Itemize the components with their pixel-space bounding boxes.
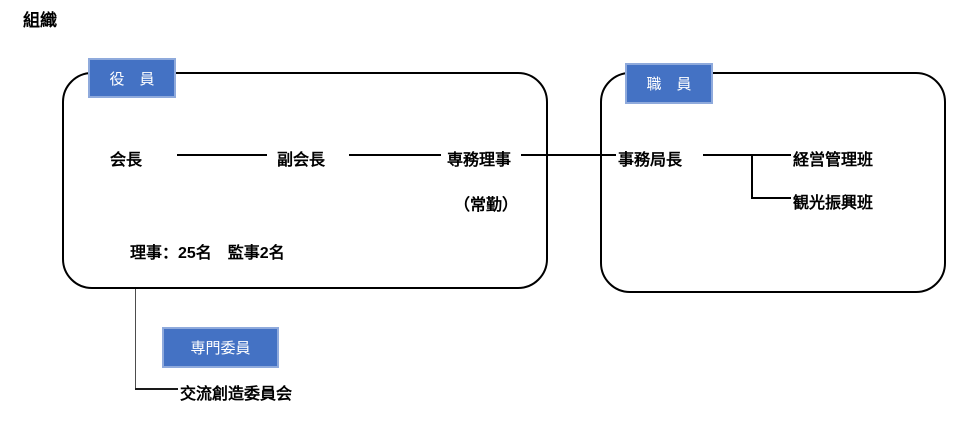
connector-vice-exec [349, 154, 441, 156]
connector-secretary-branch [703, 154, 751, 156]
connector-chairman-vice [177, 154, 267, 156]
connector-branch-team2 [751, 197, 793, 199]
committee-name-text: 交流創造委員会 [178, 380, 295, 404]
executive-director-text: 専務理事 [445, 146, 514, 170]
officers-label: 役 員 [88, 58, 176, 98]
connector-exec-secretary [521, 154, 618, 156]
committee-drop-line [135, 289, 136, 389]
secretary-general-text: 事務局長 [616, 146, 685, 170]
team-tourism-text: 観光振興班 [791, 189, 876, 213]
staff-box [600, 72, 946, 293]
staff-label: 職 員 [625, 63, 713, 104]
connector-drop-committee [135, 388, 179, 390]
branch-vertical-line [751, 154, 753, 199]
officers-box [62, 72, 548, 289]
directors-note: 理事：25名 監事2名 [128, 239, 287, 263]
committee-label: 専門委員 [162, 327, 279, 368]
chairman-text: 会長 [108, 146, 145, 170]
executive-director-note: （常勤） [452, 191, 521, 215]
connector-branch-team1 [751, 154, 793, 156]
vice-chairman-text: 副会長 [275, 146, 328, 170]
team-management-text: 経営管理班 [791, 146, 876, 170]
page-title: 組織 [23, 11, 57, 30]
